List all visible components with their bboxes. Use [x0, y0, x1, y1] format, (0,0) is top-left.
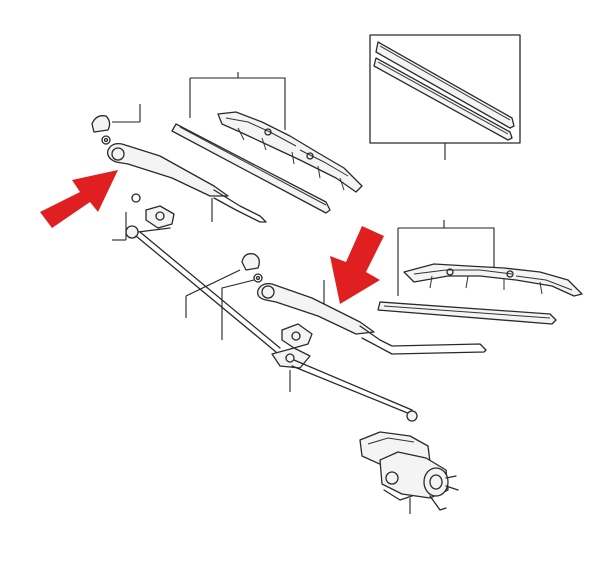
- wiper-refill-left: [171, 123, 331, 214]
- pivot-nut-left: [112, 193, 141, 241]
- pivot-cap-right: [185, 253, 260, 318]
- pivot-nut-right: [221, 273, 263, 340]
- wiper-motor: [359, 431, 459, 514]
- pivot-right: [281, 323, 313, 349]
- arrow-right-arm: [330, 226, 384, 304]
- lower-blade-bracket: [397, 220, 495, 296]
- linkage-rod: [125, 225, 418, 422]
- wiper-blade-left: [217, 111, 363, 193]
- wiper-refill-right: [377, 301, 557, 325]
- pivot-cap-left: [91, 104, 141, 133]
- wiper-arm-right: [257, 280, 487, 355]
- upper-blade-bracket: [189, 72, 286, 130]
- refill-inset: [369, 34, 521, 160]
- pivot-left: [145, 205, 175, 229]
- pivot-nut-left: [101, 135, 111, 145]
- wiper-arm-left: [107, 142, 267, 223]
- arrow-left-arm: [40, 170, 118, 228]
- wiper-blade-right: [403, 263, 583, 297]
